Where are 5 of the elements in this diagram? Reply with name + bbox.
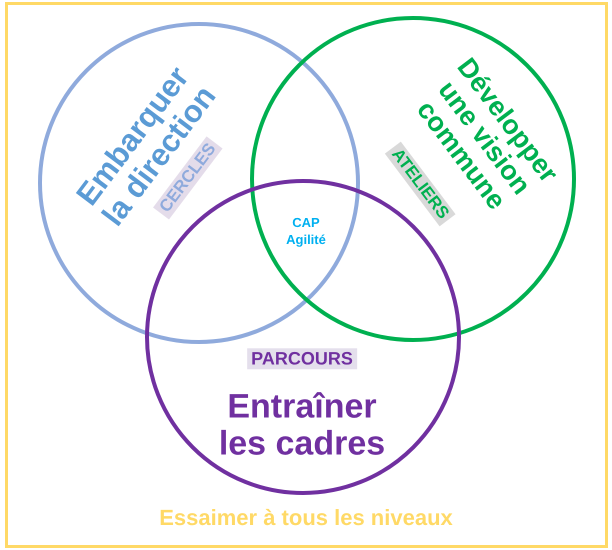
- overlap-label: CAP Agilité: [285, 215, 327, 249]
- frame-border: [5, 2, 608, 548]
- footer-text: Essaimer à tous les niveaux: [158, 506, 454, 530]
- tag-text: PARCOURS: [247, 348, 357, 370]
- circle-heading: Entraîner les cadres: [218, 388, 386, 462]
